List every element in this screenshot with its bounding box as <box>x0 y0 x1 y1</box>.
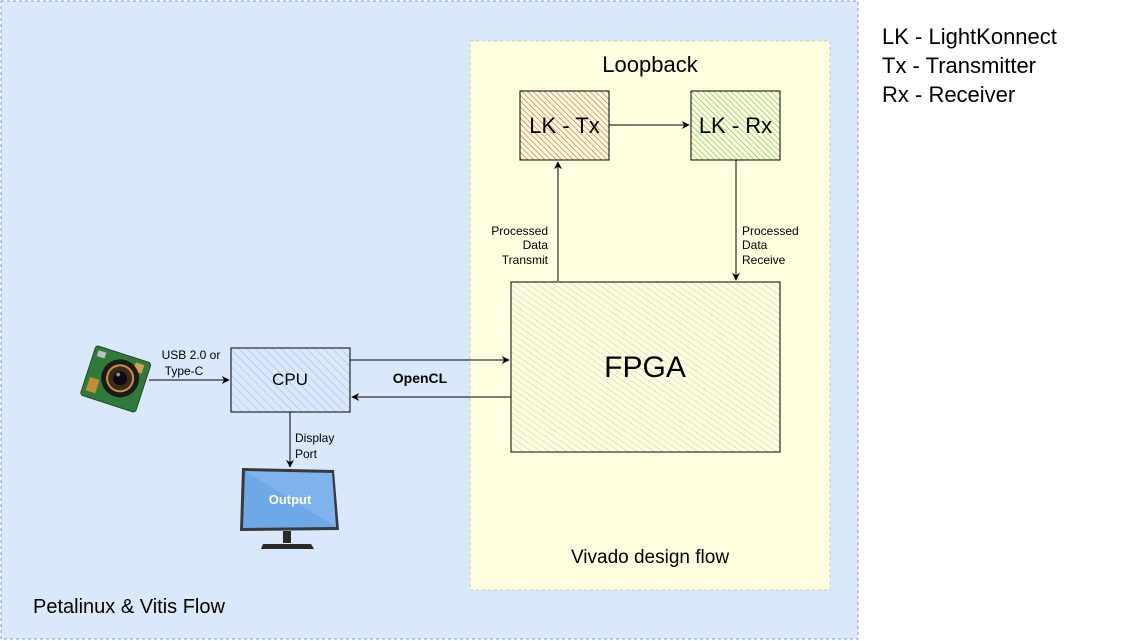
usb-label-line1: USB 2.0 or <box>162 348 221 362</box>
camera-icon <box>80 345 152 413</box>
legend-item-rx: Rx - Receiver <box>882 82 1015 107</box>
petalinux-vitis-label: Petalinux & Vitis Flow <box>33 596 225 618</box>
receive-label-line2: Data <box>742 238 768 252</box>
receive-label-line3: Receive <box>742 253 786 267</box>
usb-label-line2: Type-C <box>165 364 204 378</box>
cpu-label: CPU <box>272 370 308 389</box>
fpga-block: FPGA <box>510 281 781 453</box>
lk-tx-label: LK - Tx <box>529 113 600 138</box>
transmit-label-line2: Data <box>523 238 549 252</box>
fpga-label: FPGA <box>604 351 686 384</box>
legend-item-lk: LK - LightKonnect <box>882 24 1057 49</box>
loopback-title: Loopback <box>602 52 698 77</box>
receive-label-line1: Processed <box>742 224 799 238</box>
display-label-line2: Port <box>295 447 318 461</box>
lk-rx-label: LK - Rx <box>699 113 772 138</box>
display-label-line1: Display <box>295 431 334 445</box>
lk-tx-block: LK - Tx <box>519 90 610 161</box>
transmit-label-line1: Processed <box>491 224 548 238</box>
output-label: Output <box>269 492 312 507</box>
lk-rx-block: LK - Rx <box>690 90 781 161</box>
legend: LK - LightKonnect Tx - Transmitter Rx - … <box>882 24 1057 107</box>
monitor-icon: Output <box>240 468 339 549</box>
transmit-label-line3: Transmit <box>502 253 549 267</box>
cpu-block: CPU <box>230 347 351 413</box>
opencl-label: OpenCL <box>393 370 448 386</box>
legend-item-tx: Tx - Transmitter <box>882 53 1036 78</box>
vivado-label: Vivado design flow <box>571 547 729 568</box>
